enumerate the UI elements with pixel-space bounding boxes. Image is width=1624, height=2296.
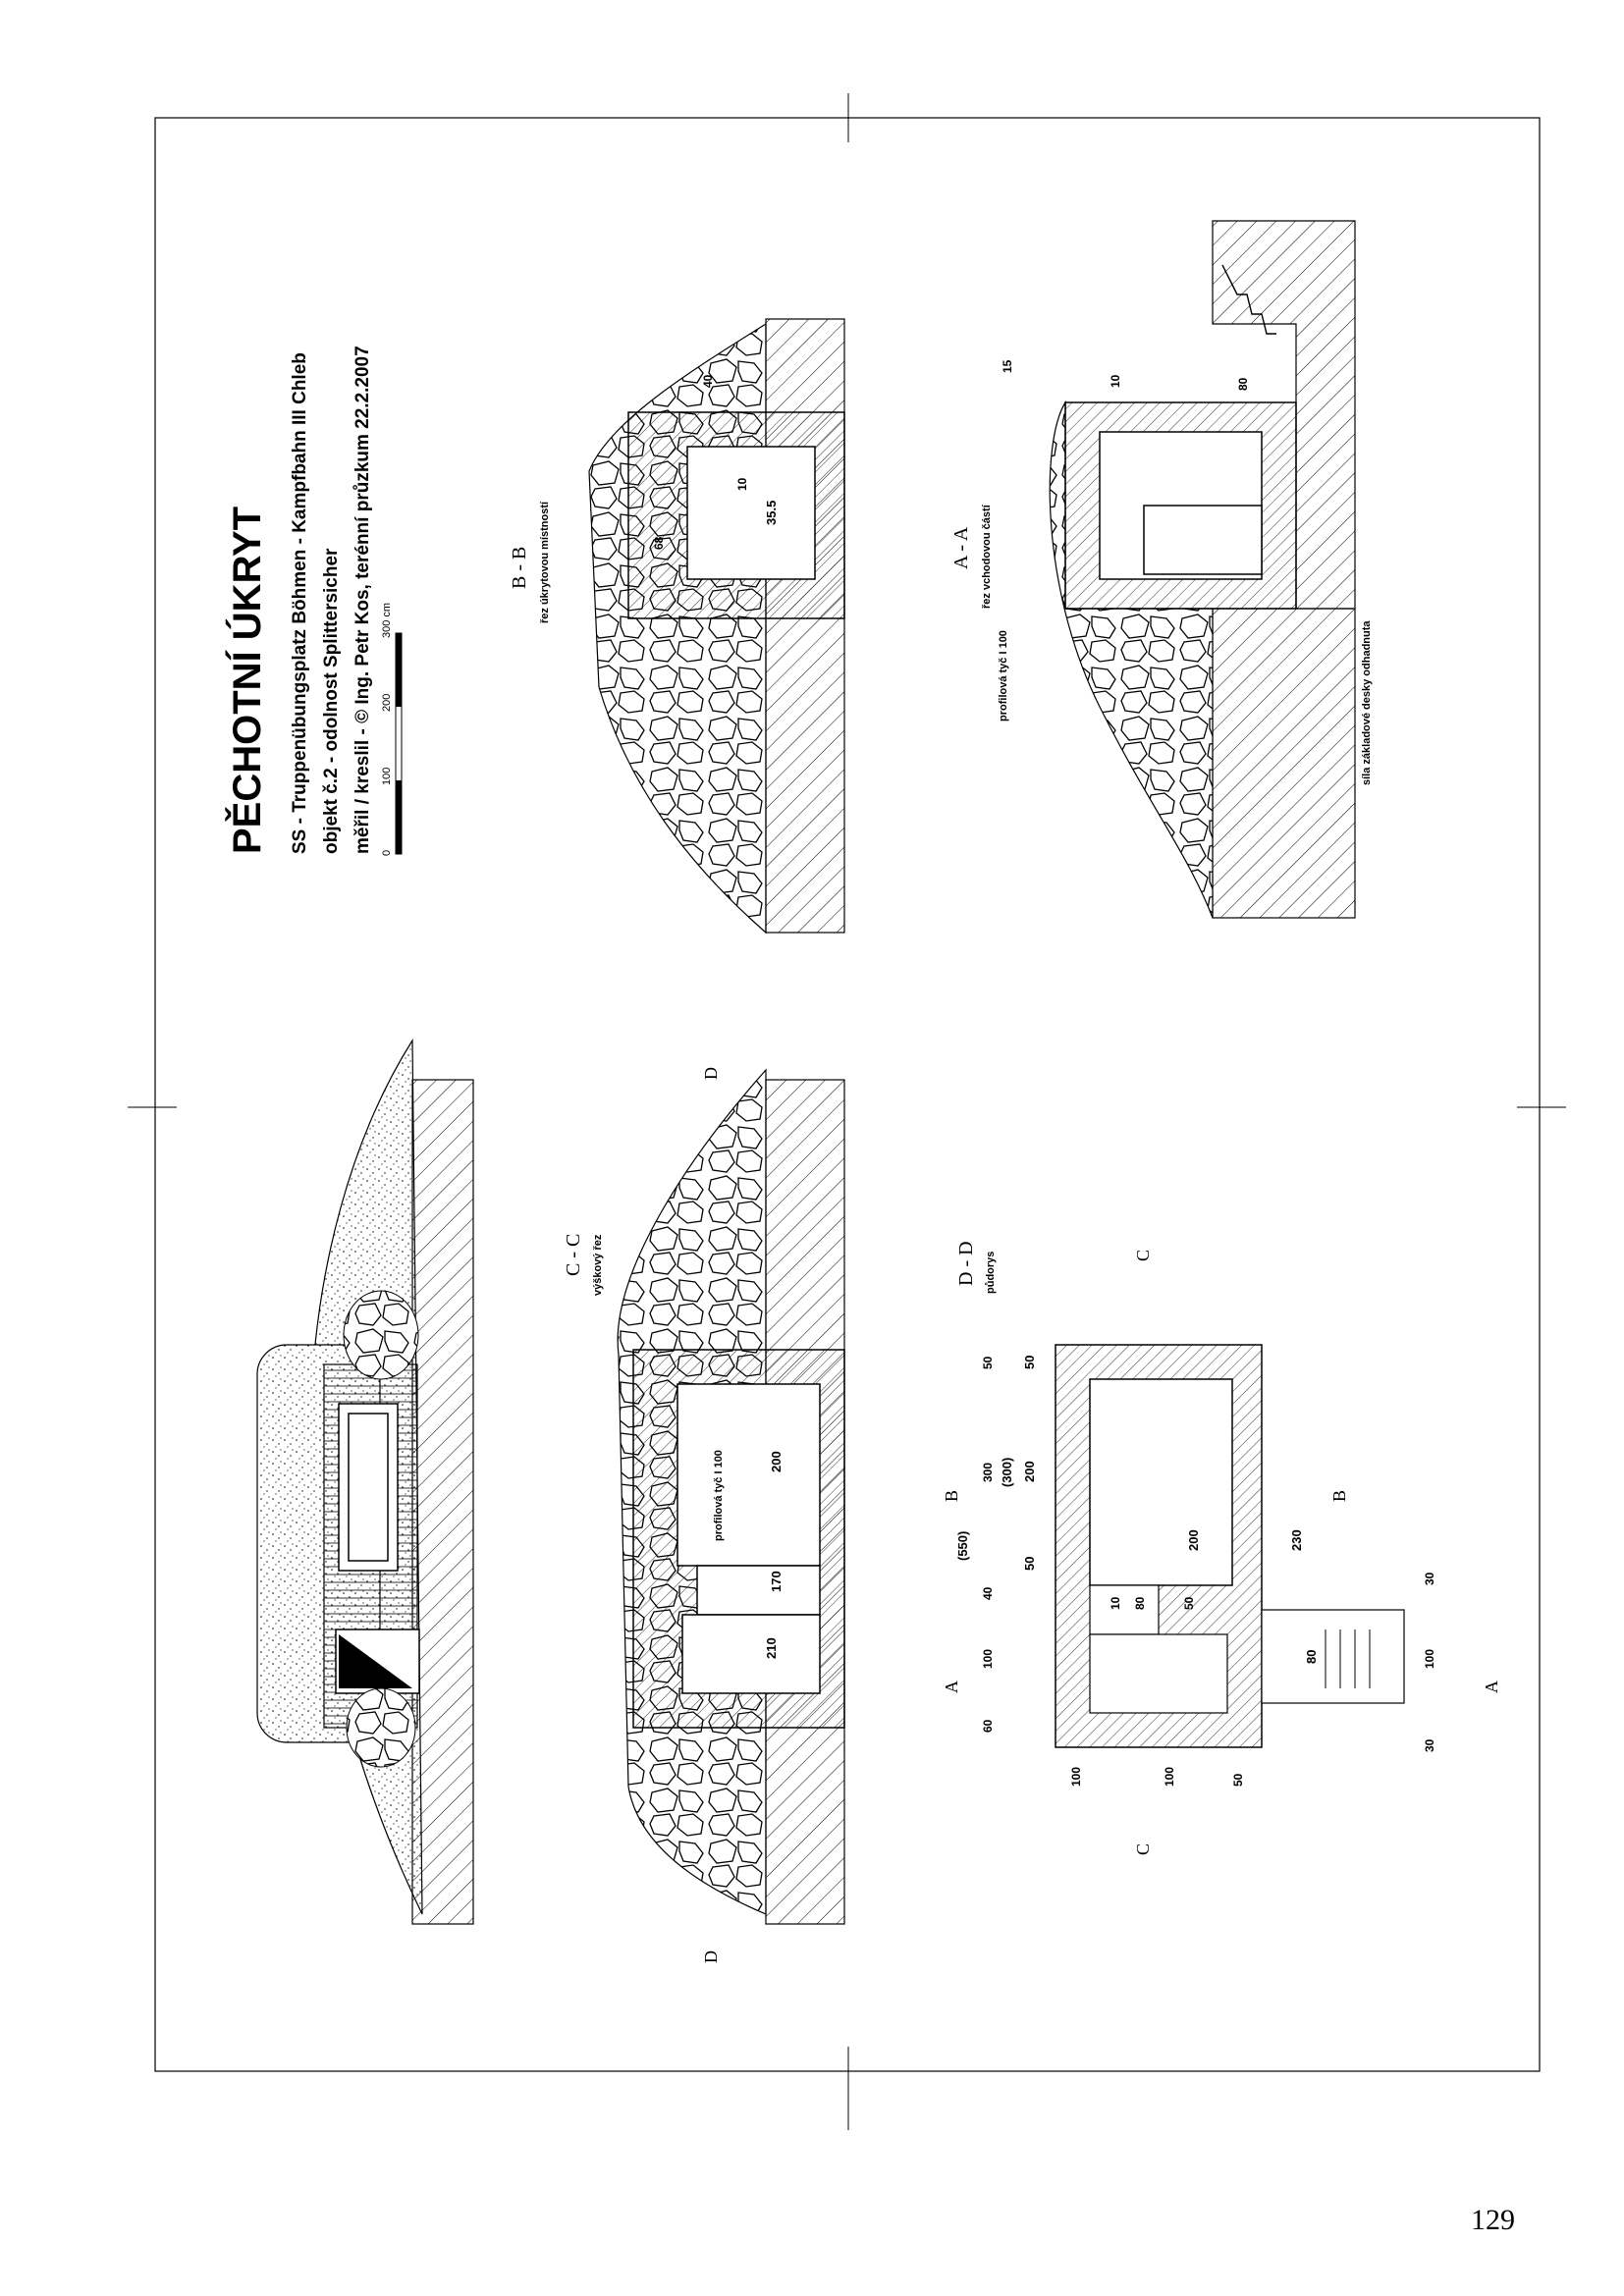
dd-inner-80: 80 bbox=[1304, 1650, 1319, 1664]
ground-aa-lower bbox=[1212, 608, 1356, 919]
marker-b-left: B bbox=[942, 1490, 961, 1502]
dd-right-30b: 30 bbox=[1423, 1738, 1436, 1752]
note-cc-profile: profilová tyč I 100 bbox=[713, 1450, 725, 1541]
section-dd: 50 200 50 (300) 80 200 230 10 80 50 50 3… bbox=[942, 1241, 1501, 1855]
dim-aa-80: 80 bbox=[1236, 377, 1250, 391]
dd-top-total: (300) bbox=[1000, 1458, 1014, 1487]
subtitle-line-2: objekt č.2 - odolnost Splittersicher bbox=[321, 548, 342, 854]
dd-bottom-100b: 100 bbox=[1163, 1767, 1176, 1787]
dd-top-50b: 50 bbox=[1022, 1557, 1037, 1571]
dd-left-total: (550) bbox=[955, 1531, 970, 1561]
dd-inner-80a: 80 bbox=[1133, 1596, 1147, 1610]
dim-aa-15: 15 bbox=[1001, 359, 1014, 373]
caption-aa: řez vchodovou částí bbox=[981, 504, 993, 609]
dim-bb-40: 40 bbox=[701, 374, 715, 388]
dd-left-40: 40 bbox=[981, 1586, 995, 1600]
dd-top-200: 200 bbox=[1022, 1461, 1037, 1482]
elevation-view bbox=[256, 1038, 474, 1925]
dim-aa-10: 10 bbox=[1109, 374, 1122, 388]
marker-d-top: D bbox=[701, 1067, 721, 1080]
entry-cc bbox=[681, 1614, 821, 1694]
dd-inner-200: 200 bbox=[1186, 1529, 1201, 1551]
label-bb: B - B bbox=[509, 547, 530, 589]
dd-top-50a: 50 bbox=[1022, 1356, 1037, 1369]
label-aa: A - A bbox=[950, 526, 972, 569]
marker-c-bottom: C bbox=[1133, 1843, 1153, 1855]
dim-bb-355: 35.5 bbox=[764, 501, 779, 525]
sheet-frame bbox=[154, 117, 1541, 2072]
label-cc: C - C bbox=[563, 1234, 584, 1276]
dim-bb-10: 10 bbox=[735, 477, 749, 491]
scale-tick-200: 200 bbox=[381, 694, 393, 712]
section-bb: 40 10 35.5 68 B - B řez úkrytovou místno… bbox=[509, 318, 845, 934]
dd-right-100: 100 bbox=[1423, 1649, 1436, 1669]
dd-left-60: 60 bbox=[981, 1719, 995, 1733]
dd-left-300: 300 bbox=[981, 1463, 995, 1482]
dd-inner-50: 50 bbox=[1182, 1596, 1196, 1610]
roof-inner-panel bbox=[348, 1413, 389, 1562]
marker-a-right: A bbox=[1482, 1681, 1501, 1693]
title-block: PĚCHOTNÍ ÚKRYT SS - Truppenübungsplatz B… bbox=[224, 346, 403, 856]
subtitle-line-3: měřil / kreslil - © Ing. Petr Kos, terén… bbox=[352, 346, 373, 854]
ground-bb bbox=[765, 318, 845, 934]
note-aa-profile: profilová tyč I 100 bbox=[998, 630, 1009, 721]
scale-tick-0: 0 bbox=[381, 850, 393, 856]
entrance-shadow bbox=[339, 1634, 412, 1688]
section-cc: 200 170 210 profilová tyč I 100 C - C vý… bbox=[563, 1067, 845, 1963]
page-number: 129 bbox=[1471, 2204, 1515, 2236]
passage-cc bbox=[696, 1565, 821, 1616]
caption-cc: výškový řez bbox=[592, 1234, 604, 1296]
label-dd: D - D bbox=[955, 1241, 977, 1286]
dd-left-100: 100 bbox=[981, 1649, 995, 1669]
dd-right-30a: 30 bbox=[1423, 1572, 1436, 1585]
stairs-aa bbox=[1221, 264, 1276, 335]
stone-pile-right bbox=[343, 1290, 419, 1380]
dim-cc-170: 170 bbox=[769, 1571, 784, 1592]
section-aa: 15 10 80 profilová tyč I 100 síla základ… bbox=[950, 220, 1373, 919]
plan-stair-treads bbox=[1325, 1629, 1371, 1688]
room-bb bbox=[686, 446, 816, 580]
scale-bar: 0 100 200 300 cm bbox=[381, 603, 403, 856]
caption-bb: řez úkrytovou místností bbox=[539, 501, 551, 623]
scale-tick-100: 100 bbox=[381, 768, 393, 785]
dd-bottom-100a: 100 bbox=[1069, 1767, 1083, 1787]
dd-inner-10: 10 bbox=[1109, 1596, 1122, 1610]
stone-pile-left bbox=[346, 1687, 416, 1768]
marker-c-top: C bbox=[1133, 1250, 1153, 1261]
note-aa-slab: síla základové desky odhadnuta bbox=[1361, 620, 1373, 785]
roof-slab bbox=[338, 1403, 399, 1572]
door-aa bbox=[1143, 505, 1263, 575]
dd-inner-230: 230 bbox=[1289, 1529, 1304, 1551]
dd-bottom-50: 50 bbox=[1231, 1773, 1245, 1787]
dim-cc-210: 210 bbox=[764, 1637, 779, 1659]
scale-tick-300: 300 cm bbox=[381, 603, 393, 638]
marker-d-bottom: D bbox=[701, 1950, 721, 1963]
ground-hatch bbox=[411, 1079, 474, 1925]
marker-b-right: B bbox=[1329, 1490, 1349, 1502]
chamber-cc bbox=[677, 1383, 821, 1567]
plan-room bbox=[1089, 1378, 1233, 1586]
caption-dd: půdorys bbox=[985, 1252, 997, 1294]
dim-bb-68: 68 bbox=[652, 536, 666, 550]
plan-passage bbox=[1089, 1584, 1160, 1635]
plan-stairs bbox=[1261, 1609, 1405, 1704]
plan-entry bbox=[1089, 1633, 1228, 1714]
subtitle-line-1: SS - Truppenübungsplatz Böhmen - Kampfba… bbox=[290, 352, 310, 854]
marker-a-left: A bbox=[942, 1681, 961, 1693]
dd-left-50: 50 bbox=[981, 1356, 995, 1369]
drawing-title: PĚCHOTNÍ ÚKRYT bbox=[224, 507, 269, 854]
dim-cc-200: 200 bbox=[769, 1451, 784, 1472]
stone-fill-aa bbox=[1049, 400, 1214, 919]
